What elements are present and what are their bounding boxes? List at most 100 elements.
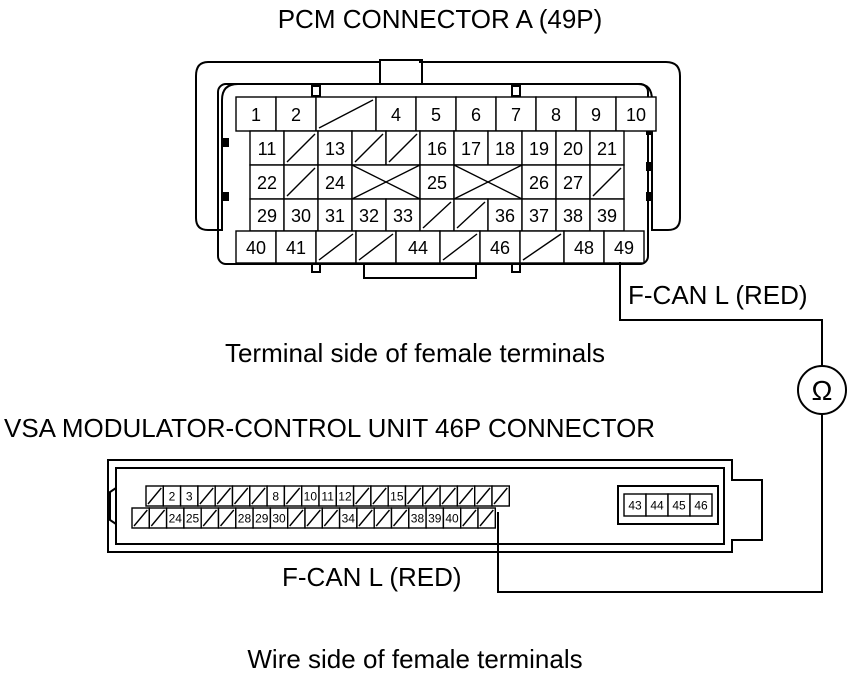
pcm-terminal: 27 — [555, 164, 591, 200]
vsa-terminal-number: 39 — [428, 512, 442, 526]
vsa-terminal-number: 44 — [650, 499, 664, 513]
vsa-terminal — [373, 507, 393, 529]
pcm-terminal: 24 — [317, 164, 353, 200]
vsa-empty-slot-slash — [441, 487, 456, 505]
vsa-terminal — [131, 507, 150, 529]
pcm-terminal: 6 — [455, 96, 497, 132]
vsa-connector-title: VSA MODULATOR-CONTROL UNIT 46P CONNECTOR — [4, 413, 655, 443]
pcm-terminal — [439, 230, 481, 264]
vsa-terminal-number: 43 — [628, 499, 642, 513]
vsa-empty-slot-slash — [358, 509, 373, 527]
vsa-empty-slot-slash — [285, 487, 301, 505]
pcm-terminal: 16 — [419, 130, 455, 166]
vsa-empty-slot-slash — [251, 487, 266, 505]
vsa-terminal — [304, 507, 323, 529]
pcm-terminal — [519, 230, 565, 264]
pcm-terminal: 49 — [603, 230, 645, 264]
pcm-terminal-number: 6 — [471, 105, 481, 125]
vsa-empty-slot-slash — [147, 487, 162, 505]
pcm-terminal-number: 18 — [495, 139, 515, 159]
pcm-terminal-box — [563, 230, 605, 264]
vsa-empty-slot-slash — [306, 509, 321, 527]
vsa-terminal-number: 34 — [342, 512, 356, 526]
pcm-terminal-number: 39 — [597, 206, 617, 226]
pcm-terminal-number: 2 — [291, 105, 301, 125]
pcm-terminal-box — [615, 96, 657, 132]
pcm-terminal-number: 7 — [511, 105, 521, 125]
vsa-terminal — [356, 507, 375, 529]
vsa-terminal — [287, 507, 306, 529]
vsa-terminal-box — [689, 493, 713, 517]
pcm-empty-slot-slash — [388, 133, 418, 163]
pcm-tab-left-1 — [222, 138, 229, 147]
pcm-terminal-number: 30 — [291, 206, 311, 226]
pcm-terminal-number: 36 — [495, 206, 515, 226]
pcm-terminal: 40 — [235, 230, 277, 264]
vsa-terminal: 45 — [667, 493, 691, 517]
pcm-terminal-number: 26 — [529, 173, 549, 193]
vsa-terminal: 10 — [301, 485, 320, 507]
pcm-terminal: 5 — [415, 96, 457, 132]
pcm-terminal-box — [521, 164, 557, 200]
vsa-terminal — [214, 485, 234, 507]
pcm-terminal-number: 10 — [626, 105, 646, 125]
pcm-terminal-number: 40 — [246, 238, 266, 258]
vsa-terminal: 40 — [442, 507, 462, 529]
vsa-left-latch — [109, 487, 117, 525]
vsa-terminal: 3 — [179, 485, 199, 507]
vsa-empty-slot-slash — [199, 487, 214, 505]
pcm-terminal-number: 29 — [257, 206, 277, 226]
wire-pcm-to-meter — [619, 262, 823, 366]
pcm-terminal-number: 22 — [257, 173, 277, 193]
vsa-empty-slot-slash — [476, 487, 491, 505]
vsa-empty-slot-slash — [202, 509, 218, 527]
pcm-terminal — [355, 230, 397, 264]
pcm-terminal — [351, 164, 421, 200]
pcm-terminal-number: 24 — [325, 173, 345, 193]
pcm-terminal: 19 — [521, 130, 557, 166]
vsa-terminal-number: 45 — [672, 499, 686, 513]
pcm-latch-top — [379, 59, 423, 85]
pcm-terminal: 26 — [521, 164, 557, 200]
vsa-terminal-number: 11 — [321, 490, 334, 504]
pcm-terminal: 20 — [555, 130, 591, 166]
pcm-terminal-box — [395, 230, 441, 264]
vsa-terminal — [460, 507, 479, 529]
pcm-terminal: 2 — [275, 96, 317, 132]
pcm-empty-slot-slash — [442, 233, 478, 261]
vsa-housing-outer — [107, 459, 763, 553]
pcm-terminal: 36 — [487, 198, 523, 232]
vsa-empty-slot-slash — [216, 487, 232, 505]
pcm-terminal: 33 — [385, 198, 421, 232]
pcm-terminal-number: 44 — [408, 238, 428, 258]
pcm-terminal: 37 — [521, 198, 557, 232]
vsa-empty-slot-slash — [462, 509, 477, 527]
vsa-terminal: 46 — [689, 493, 713, 517]
pcm-terminal — [315, 230, 357, 264]
vsa-terminal: 30 — [269, 507, 289, 529]
vsa-empty-slot-slash — [493, 487, 508, 505]
vsa-empty-slot-slash — [458, 487, 474, 505]
pcm-terminal-number: 46 — [490, 238, 510, 258]
vsa-terminal — [477, 507, 496, 529]
vsa-empty-slot-slash — [219, 509, 235, 527]
pcm-terminal: 29 — [249, 198, 285, 232]
pcm-terminal: 31 — [317, 198, 353, 232]
pcm-terminal-number: 27 — [563, 173, 583, 193]
vsa-empty-slot-slash — [406, 487, 422, 505]
pcm-key-1 — [311, 85, 321, 97]
vsa-terminal: 34 — [338, 507, 358, 529]
pcm-caption: Terminal side of female terminals — [225, 338, 605, 368]
pcm-terminal-number: 49 — [614, 238, 634, 258]
pcm-terminal-box — [453, 130, 489, 166]
vsa-terminal-number: 12 — [338, 490, 352, 504]
pcm-empty-slot-slash — [422, 201, 452, 229]
vsa-terminal-number: 8 — [272, 490, 279, 504]
pcm-terminal-number: 25 — [427, 173, 447, 193]
vsa-empty-slot-slash — [372, 487, 387, 505]
pcm-key-2 — [511, 85, 521, 97]
vsa-empty-slot-slash — [392, 509, 408, 527]
